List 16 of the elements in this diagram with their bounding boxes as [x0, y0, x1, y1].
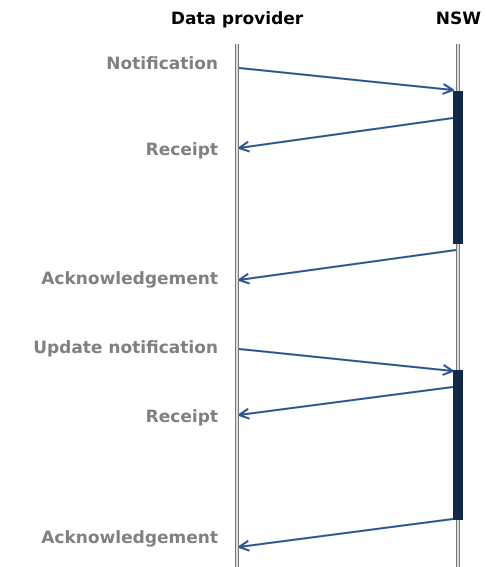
edge-label: Acknowledgement — [41, 268, 218, 290]
edge-label: Receipt — [146, 139, 218, 161]
edge-label: Notification — [106, 53, 218, 75]
message-arrow — [238, 386, 454, 420]
edge-label: Receipt — [146, 406, 218, 428]
activation-bar — [453, 91, 463, 244]
edge-label: Update notification — [33, 337, 218, 359]
edge-label: Acknowledgement — [41, 527, 218, 549]
message-arrow — [238, 348, 454, 376]
lifeline-heading: Data provider — [170, 8, 304, 31]
message-arrow — [238, 518, 454, 552]
message-arrow — [238, 249, 456, 285]
lifeline-heading: NSW — [436, 8, 481, 31]
message-arrow — [238, 67, 454, 95]
activation-bar — [453, 370, 463, 520]
message-arrow — [238, 117, 454, 153]
